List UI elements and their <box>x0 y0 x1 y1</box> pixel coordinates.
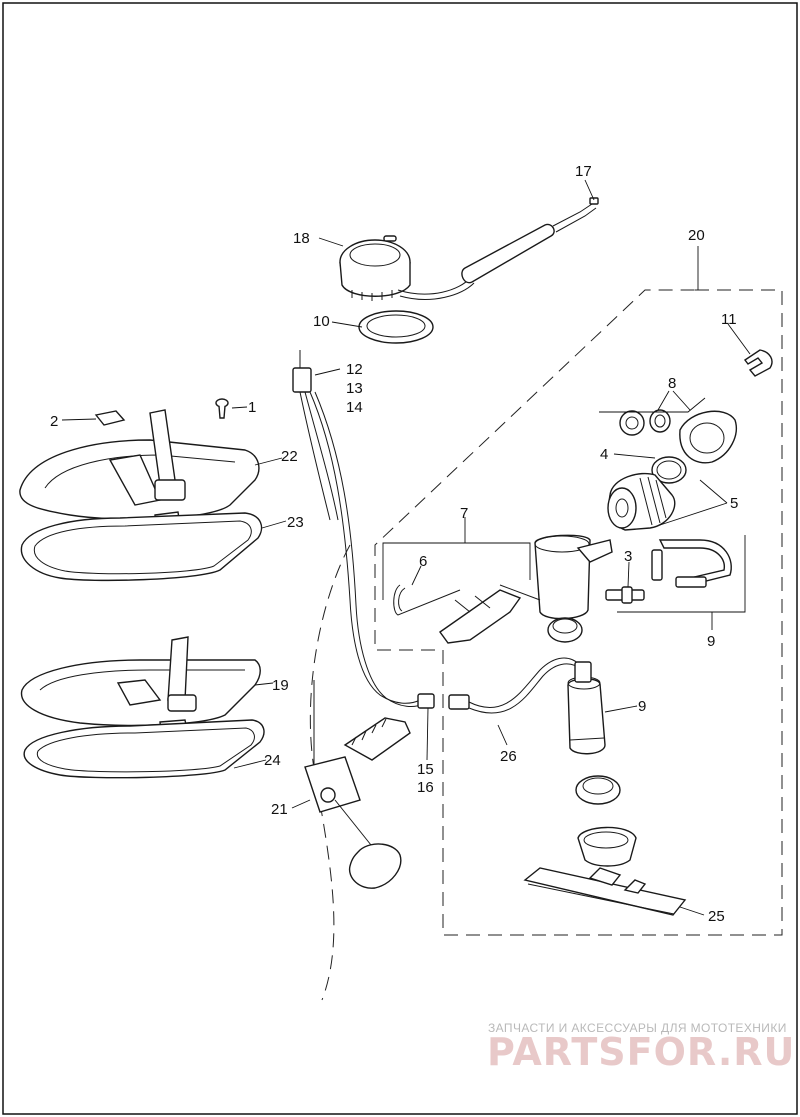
callout-15: 15 <box>417 761 434 778</box>
callout-24: 24 <box>264 752 281 769</box>
o-ring-10 <box>358 310 434 344</box>
callout-20: 20 <box>688 227 705 244</box>
callout-14: 14 <box>346 399 363 416</box>
callout-2: 2 <box>50 413 58 430</box>
kit-20-dashed-outline <box>374 289 783 936</box>
callout-22: 22 <box>281 448 298 465</box>
gasket-23 <box>20 512 263 582</box>
callout-10: 10 <box>313 313 330 330</box>
callout-17: 17 <box>575 163 592 180</box>
strainer-cup <box>577 826 637 867</box>
fuel-pump-9 <box>567 661 606 755</box>
callout-18: 18 <box>293 230 310 247</box>
callout-9-pump: 9 <box>638 698 646 715</box>
callout-19: 19 <box>272 677 289 694</box>
lock-ring-upper <box>547 617 583 643</box>
callout-6: 6 <box>419 553 427 570</box>
fuel-filter-5 <box>607 472 676 531</box>
pump-harness-26 <box>448 657 583 714</box>
callout-23: 23 <box>287 514 304 531</box>
callout-5: 5 <box>730 495 738 512</box>
callout-labels: 1 2 3 4 5 6 7 8 9 9 10 11 12 13 14 15 16… <box>50 163 738 925</box>
sensor-lead-6 <box>393 584 461 616</box>
wiring-harness-17 <box>397 197 599 300</box>
tank-dashed-line <box>309 544 351 1001</box>
lower-plate-19 <box>20 636 261 751</box>
callout-25: 25 <box>708 908 725 925</box>
connector-12 <box>292 350 425 707</box>
pump-upper-housing <box>534 534 613 620</box>
fuel-level-sender-21 <box>304 680 411 889</box>
pump-bracket-7 <box>439 584 541 644</box>
fuel-line-9 <box>651 539 732 588</box>
callout-11: 11 <box>721 311 737 328</box>
callout-7: 7 <box>460 505 468 522</box>
fuel-gauge-sender-cap <box>339 235 411 301</box>
retaining-clip-11 <box>743 349 773 377</box>
leader-lines <box>61 179 751 916</box>
mounting-plate-25 <box>523 867 687 916</box>
callout-21: 21 <box>271 801 288 818</box>
clip-nut-2 <box>94 410 126 426</box>
callout-4: 4 <box>600 446 608 463</box>
lock-ring-lower <box>575 775 621 805</box>
callout-9-line: 9 <box>707 633 715 650</box>
watermark-logo: PARTSFOR.RU <box>487 1030 796 1074</box>
callout-26: 26 <box>500 748 517 765</box>
watermark-tagline: ЗАПЧАСТИ И АКСЕССУАРЫ ДЛЯ МОТОТЕХНИКИ <box>488 1021 787 1035</box>
hose-fitting-3 <box>605 586 645 604</box>
connector-15 <box>417 693 435 709</box>
gasket-24 <box>23 719 265 779</box>
callout-1: 1 <box>248 399 256 416</box>
callout-3: 3 <box>624 548 632 565</box>
filter-housing-cap <box>679 410 737 464</box>
callout-12: 12 <box>346 361 363 378</box>
callout-8: 8 <box>668 375 676 392</box>
fittings-8 <box>619 409 671 436</box>
callout-16: 16 <box>417 779 434 796</box>
callout-13: 13 <box>346 380 363 397</box>
top-plate-22 <box>19 409 260 548</box>
screw-1 <box>215 398 229 419</box>
